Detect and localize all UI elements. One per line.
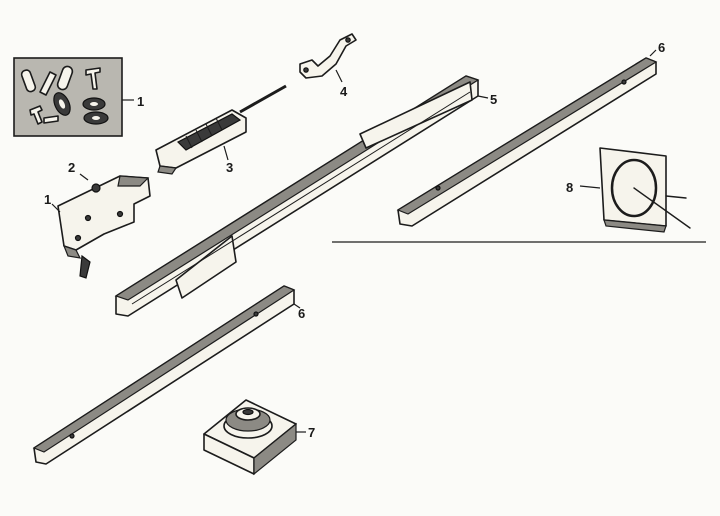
pulley-axle — [242, 408, 254, 416]
callout-label: 4 — [340, 84, 348, 99]
leader-2 — [79, 173, 89, 181]
callout-label: 6 — [298, 306, 305, 321]
rail-section-lower: 6 — [32, 285, 305, 465]
header-bracket: 2 1 — [44, 160, 151, 279]
header-bracket-body — [57, 175, 151, 251]
clevis-pin-icon-2 — [56, 65, 74, 91]
rail-lower-hole-2 — [253, 311, 259, 317]
rail-lower-hole — [69, 433, 75, 439]
bracket-nut-icon — [91, 183, 101, 193]
ring-fastener-hole — [58, 99, 66, 109]
callout-label: 5 — [490, 92, 497, 107]
callout-label: 1 — [44, 192, 51, 207]
bracket-hole-2 — [116, 210, 124, 218]
t-bolt-icon — [85, 67, 101, 90]
rail-upper-hole — [435, 185, 441, 191]
door-arm: 4 — [299, 33, 357, 99]
leader-6-upper — [649, 49, 657, 57]
callout-label: 7 — [308, 425, 315, 440]
callout-label: 1 — [137, 94, 144, 109]
leader-4 — [335, 69, 343, 83]
bracket-hole-3 — [74, 234, 82, 242]
header-bracket-top — [117, 175, 150, 187]
clip-icon-2-hole — [92, 116, 100, 120]
callout-label: 6 — [658, 40, 665, 55]
bracket-hole — [84, 214, 92, 222]
leader-5 — [477, 95, 489, 99]
pulley-bracket-side-2 — [253, 422, 297, 476]
trolley-foot — [157, 165, 178, 175]
rail-upper-hole-2 — [621, 79, 627, 85]
rail-joint-sleeve — [359, 81, 473, 149]
trolley-rod — [239, 84, 287, 114]
spring-coils — [185, 117, 223, 149]
door-arm-hole-2 — [345, 37, 351, 43]
sprocket-cover: 8 — [566, 147, 691, 233]
rail-upper-top — [396, 57, 658, 215]
l-pin-icon — [29, 105, 43, 125]
hardware-bag: 1 — [13, 57, 144, 137]
washer-icon — [43, 115, 59, 124]
clevis-bolt-icon — [79, 254, 91, 279]
sprocket-shaft — [633, 187, 691, 229]
center-rail: 5 — [114, 75, 497, 317]
sprocket-pin — [665, 195, 687, 199]
leader-3 — [223, 145, 229, 161]
sprocket-ring — [610, 158, 658, 218]
trolley-spring — [176, 113, 242, 151]
callout-label: 8 — [566, 180, 573, 195]
callout-label: 2 — [68, 160, 75, 175]
door-arm-hole — [303, 67, 309, 73]
header-bracket-foot — [62, 245, 82, 259]
link-icon — [39, 71, 57, 96]
rail-joint-sleeve-2 — [175, 235, 237, 299]
clip-icon-hole — [90, 102, 98, 106]
door-arm-body — [299, 33, 357, 79]
pulley-bracket: 7 — [203, 399, 315, 476]
clevis-pin-icon — [20, 69, 37, 93]
callout-label: 3 — [226, 160, 233, 175]
rail-section-upper: 6 — [396, 40, 665, 227]
leader-1-bracket — [51, 203, 61, 213]
sprocket-cover-edge — [603, 219, 667, 233]
leader-6-lower — [293, 303, 301, 309]
rail-lower-top — [32, 285, 296, 453]
hardware-bag-contents — [20, 65, 109, 125]
trolley-assembly: 3 — [155, 84, 287, 175]
rail-center-line — [131, 91, 471, 305]
leader-8 — [579, 185, 601, 189]
